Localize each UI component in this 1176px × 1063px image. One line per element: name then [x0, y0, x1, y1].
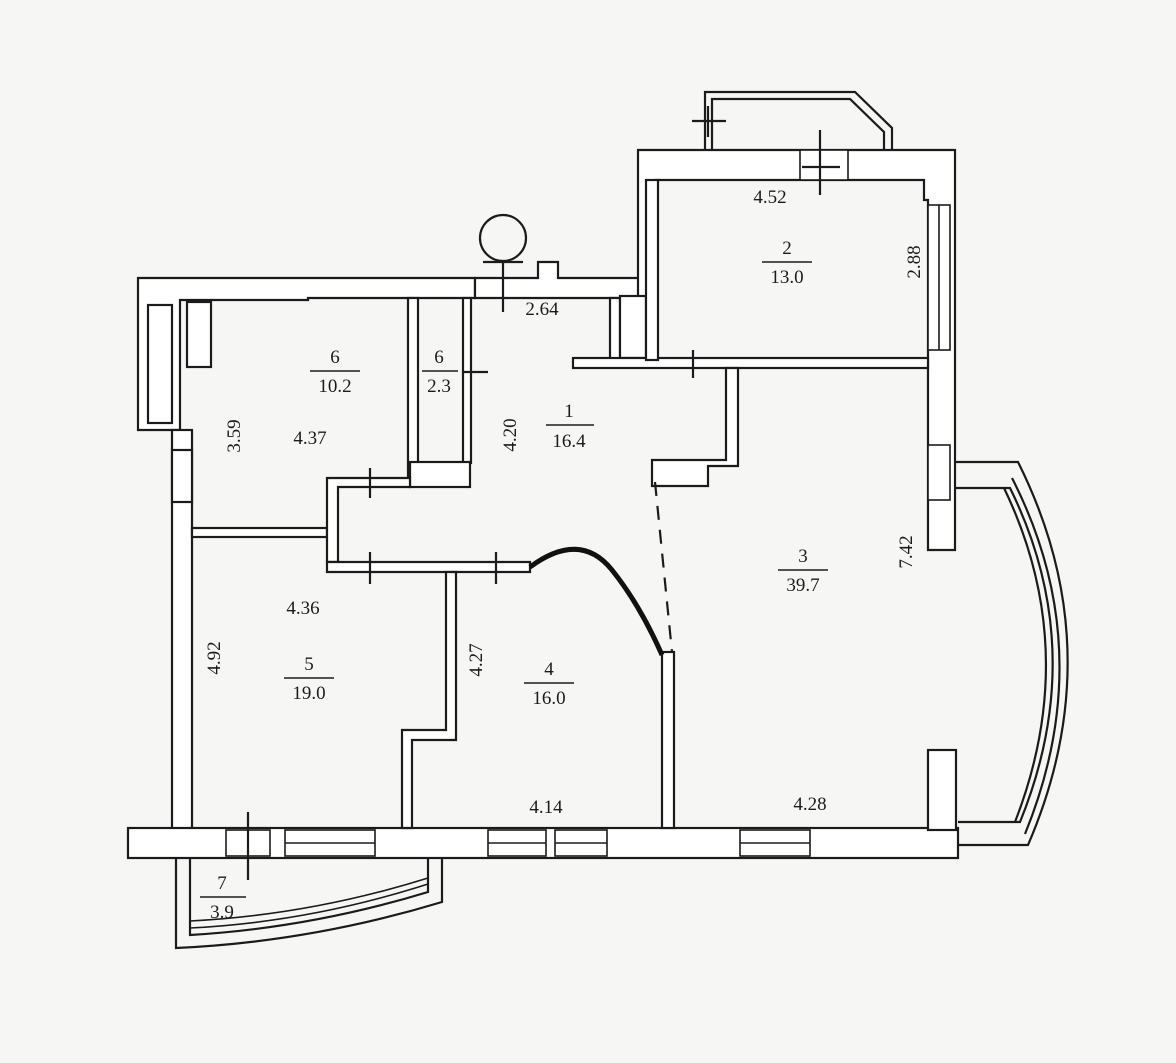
svg-text:3: 3 [798, 546, 808, 567]
room-label-3: 3 39.7 [778, 546, 828, 596]
svg-text:3.9: 3.9 [210, 902, 234, 923]
doors [368, 350, 695, 657]
svg-text:2: 2 [782, 238, 792, 259]
right-curved-balcony [955, 460, 1069, 847]
svg-text:6: 6 [434, 347, 444, 368]
room-label-4: 4 16.0 [524, 659, 574, 709]
svg-text:19.0: 19.0 [292, 683, 325, 704]
svg-text:5: 5 [304, 654, 314, 675]
room-label-6b: 6 2.3 [422, 347, 458, 397]
room-label-6a: 6 10.2 [310, 347, 360, 397]
dim-3-59: 3.59 [224, 419, 245, 452]
svg-text:16.0: 16.0 [532, 688, 565, 709]
svg-text:6: 6 [330, 347, 340, 368]
dim-2-64: 2.64 [525, 299, 559, 320]
svg-text:1: 1 [564, 401, 574, 422]
dim-2-88: 2.88 [904, 245, 925, 278]
dim-4-27: 4.27 [466, 643, 487, 676]
svg-text:2.3: 2.3 [427, 376, 451, 397]
dim-4-28: 4.28 [793, 794, 826, 815]
svg-text:4: 4 [544, 659, 554, 680]
room-label-5: 5 19.0 [284, 654, 334, 704]
svg-text:7: 7 [217, 873, 227, 894]
dim-4-20: 4.20 [500, 418, 521, 451]
room-label-1: 1 16.4 [546, 401, 594, 452]
dim-4-14: 4.14 [529, 797, 563, 818]
bottom-balcony [174, 858, 444, 950]
exterior-walls [126, 148, 960, 860]
svg-text:13.0: 13.0 [770, 267, 803, 288]
interior-walls [190, 178, 930, 830]
round-vent [478, 213, 528, 312]
top-balcony [692, 90, 894, 152]
right-windows [799, 130, 951, 501]
dim-4-36: 4.36 [286, 598, 319, 619]
bottom-windows [225, 812, 811, 880]
svg-text:16.4: 16.4 [552, 431, 586, 452]
dim-4-37: 4.37 [293, 428, 326, 449]
svg-text:10.2: 10.2 [318, 376, 351, 397]
dim-4-92: 4.92 [204, 641, 225, 674]
dim-4-52: 4.52 [753, 187, 786, 208]
dim-7-42: 7.42 [896, 535, 917, 568]
svg-text:39.7: 39.7 [786, 575, 819, 596]
room-label-7: 7 3.9 [200, 873, 246, 923]
room-label-2: 2 13.0 [762, 238, 812, 288]
dimension-labels: 4.52 2.64 4.37 4.36 4.14 4.28 2.88 4.20 … [204, 187, 925, 818]
